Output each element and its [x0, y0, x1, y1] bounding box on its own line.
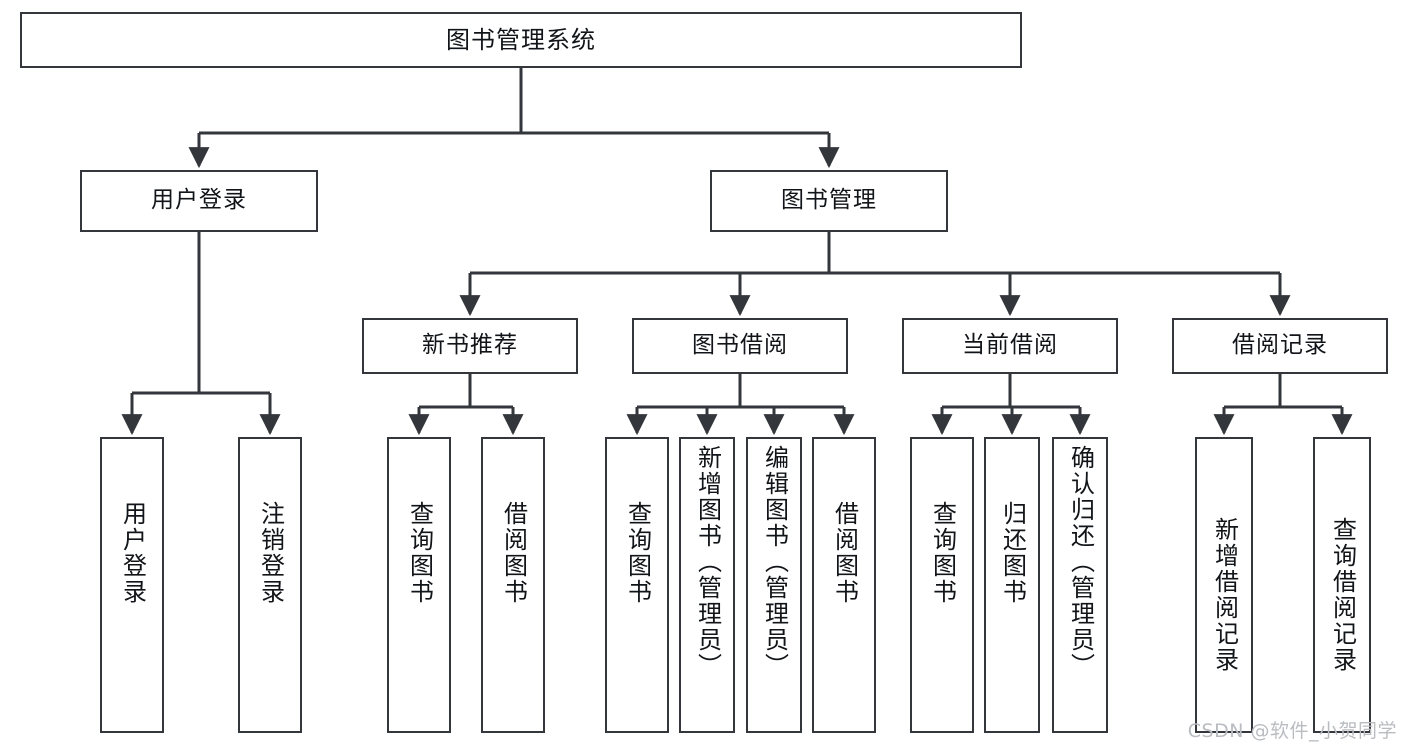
node-leaf-1-label: 注销登录 [256, 501, 285, 605]
node-level2-0[interactable]: 用户登录 [80, 170, 318, 232]
node-leaf-3[interactable]: 借阅图书 [481, 437, 545, 733]
node-leaf-2-label: 查询图书 [405, 501, 434, 605]
node-leaf-3-label: 借阅图书 [499, 501, 528, 605]
node-leaf-10-label: 确认归还（管理员） [1066, 445, 1095, 679]
node-level2-0-label: 用户登录 [151, 187, 247, 214]
node-level3-1[interactable]: 图书借阅 [632, 318, 848, 374]
node-leaf-6-label: 编辑图书（管理员） [760, 445, 789, 679]
node-leaf-6[interactable]: 编辑图书（管理员） [746, 437, 802, 733]
node-level2-1-label: 图书管理 [781, 187, 877, 214]
node-leaf-11[interactable]: 新增借阅记录 [1195, 437, 1253, 733]
node-leaf-12[interactable]: 查询借阅记录 [1313, 437, 1371, 733]
node-leaf-5-label: 新增图书（管理员） [693, 445, 722, 679]
node-leaf-4[interactable]: 查询图书 [605, 437, 669, 733]
node-leaf-0-label: 用户登录 [118, 501, 147, 605]
node-level3-3[interactable]: 借阅记录 [1172, 318, 1388, 374]
node-level3-0-label: 新书推荐 [422, 332, 518, 359]
node-leaf-7-label: 借阅图书 [830, 501, 859, 605]
watermark: CSDN @软件_小贺同学 [1187, 720, 1397, 742]
node-leaf-7[interactable]: 借阅图书 [812, 437, 876, 733]
node-leaf-0[interactable]: 用户登录 [100, 437, 164, 733]
node-level2-1[interactable]: 图书管理 [710, 170, 948, 232]
node-leaf-9[interactable]: 归还图书 [984, 437, 1040, 733]
node-leaf-8[interactable]: 查询图书 [910, 437, 974, 733]
node-level3-0[interactable]: 新书推荐 [362, 318, 578, 374]
node-level3-3-label: 借阅记录 [1232, 332, 1328, 359]
node-leaf-9-label: 归还图书 [998, 501, 1027, 605]
node-leaf-4-label: 查询图书 [623, 501, 652, 605]
node-leaf-5[interactable]: 新增图书（管理员） [679, 437, 735, 733]
node-leaf-11-label: 新增借阅记录 [1210, 517, 1239, 673]
node-level3-2-label: 当前借阅 [962, 332, 1058, 359]
node-leaf-1[interactable]: 注销登录 [238, 437, 302, 733]
node-leaf-10[interactable]: 确认归还（管理员） [1052, 437, 1108, 733]
node-level3-1-label: 图书借阅 [692, 332, 788, 359]
node-leaf-2[interactable]: 查询图书 [387, 437, 451, 733]
node-level3-2[interactable]: 当前借阅 [902, 318, 1118, 374]
node-root[interactable]: 图书管理系统 [20, 12, 1022, 68]
node-leaf-8-label: 查询图书 [928, 501, 957, 605]
node-root-label: 图书管理系统 [446, 25, 596, 54]
node-leaf-12-label: 查询借阅记录 [1328, 517, 1357, 673]
